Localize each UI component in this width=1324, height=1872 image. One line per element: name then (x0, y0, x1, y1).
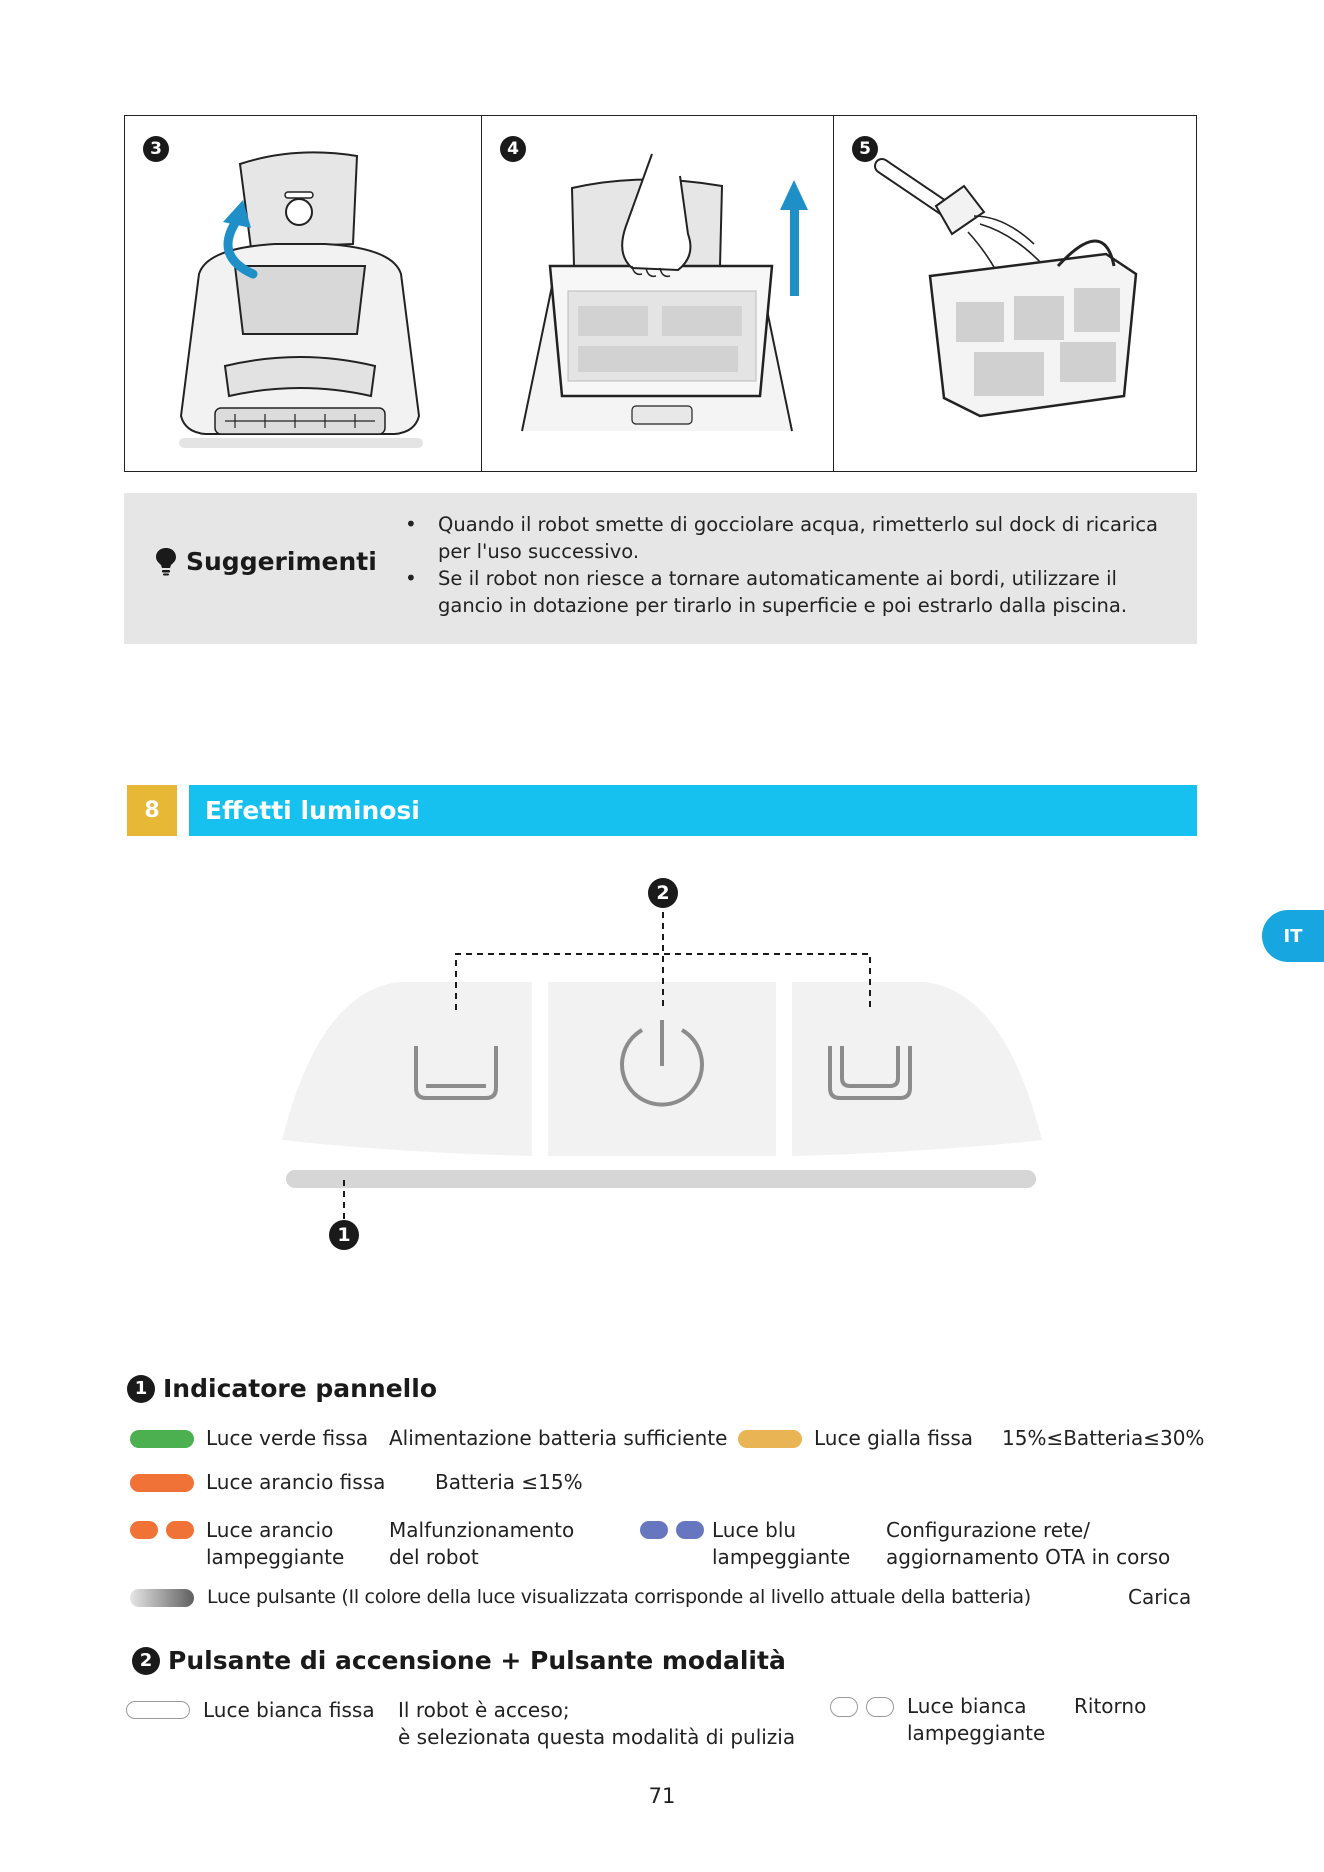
light-meaning: Configurazione rete/ aggiornamento OTA i… (886, 1518, 1171, 1569)
green-light-swatch (130, 1430, 194, 1448)
white-light-swatch (126, 1701, 190, 1719)
callout-2: 2 (648, 878, 678, 908)
light-label: Luce gialla fissa (814, 1426, 974, 1450)
light-meaning: Alimentazione batteria sufficiente (389, 1426, 728, 1450)
light-meaning: è selezionata questa modalità di pulizia (398, 1725, 796, 1749)
tip-item: Se il robot non riesce a tornare automat… (402, 565, 1182, 619)
blue-blink-swatch (676, 1521, 704, 1539)
pulsing-light-swatch (130, 1589, 194, 1607)
illustration-strip: 3 4 (124, 115, 1197, 472)
orange-blink-swatch (130, 1521, 158, 1539)
white-blink-swatch (830, 1697, 858, 1717)
heading-number: 1 (127, 1374, 155, 1403)
orange-blink-swatch (166, 1521, 194, 1539)
light-meaning: Ritorno (1074, 1694, 1147, 1718)
section-title: Effetti luminosi (189, 785, 1197, 836)
light-label: Luce blu lampeggiante (712, 1518, 851, 1569)
light-label: Luce pulsante (Il colore della luce visu… (207, 1586, 1031, 1608)
tips-title: Suggerimenti (186, 546, 377, 576)
light-label: Luce bianca (907, 1694, 1027, 1718)
panel-indicator-heading: 1 Indicatore pannello (127, 1374, 437, 1403)
light-meaning: Batteria ≤15% (435, 1470, 583, 1494)
light-label: Luce verde fissa (206, 1426, 369, 1450)
light-label: Luce arancio fissa (206, 1470, 386, 1494)
orange-light-swatch (130, 1474, 194, 1492)
callout-1: 1 (329, 1220, 359, 1250)
heading-number: 2 (132, 1646, 160, 1675)
robot-lid-open-illustration (179, 151, 423, 448)
filter-rinse-illustration (874, 158, 1138, 418)
step-4-panel: 4 (481, 116, 833, 471)
filter-lift-illustration (521, 153, 808, 432)
heading-title: Pulsante di accensione + Pulsante modali… (168, 1646, 786, 1675)
lightbulb-icon (156, 548, 176, 576)
yellow-light-swatch (738, 1430, 802, 1448)
step-5-panel: 5 (833, 116, 1196, 471)
light-label: Luce arancio lampeggiante (206, 1518, 345, 1569)
light-label: lampeggiante (907, 1721, 1046, 1745)
tip-item: Quando il robot smette di gocciolare acq… (402, 511, 1182, 565)
step-3-panel: 3 (125, 116, 481, 471)
blue-blink-swatch (640, 1521, 668, 1539)
tips-heading: Suggerimenti (154, 546, 377, 576)
page-number: 71 (648, 1784, 676, 1808)
step-number: 4 (500, 136, 526, 162)
heading-title: Indicatore pannello (163, 1374, 437, 1403)
control-panel-diagram (282, 912, 1042, 1222)
tips-box: Suggerimenti Quando il robot smette di g… (124, 493, 1197, 644)
light-meaning: Malfunzionamento del robot (389, 1518, 575, 1569)
light-meaning: Carica (1128, 1585, 1192, 1609)
language-tab[interactable]: IT (1262, 910, 1324, 962)
light-meaning: Il robot è acceso; (398, 1698, 570, 1722)
light-meaning: 15%≤Batteria≤30% (1002, 1426, 1205, 1450)
white-blink-swatch (866, 1697, 894, 1717)
step-number: 3 (143, 136, 169, 162)
power-button-heading: 2 Pulsante di accensione + Pulsante moda… (132, 1646, 786, 1675)
light-label: Luce bianca fissa (203, 1698, 375, 1722)
tips-list: Quando il robot smette di gocciolare acq… (402, 511, 1182, 619)
step-number: 5 (852, 136, 878, 162)
section-number: 8 (127, 785, 177, 836)
